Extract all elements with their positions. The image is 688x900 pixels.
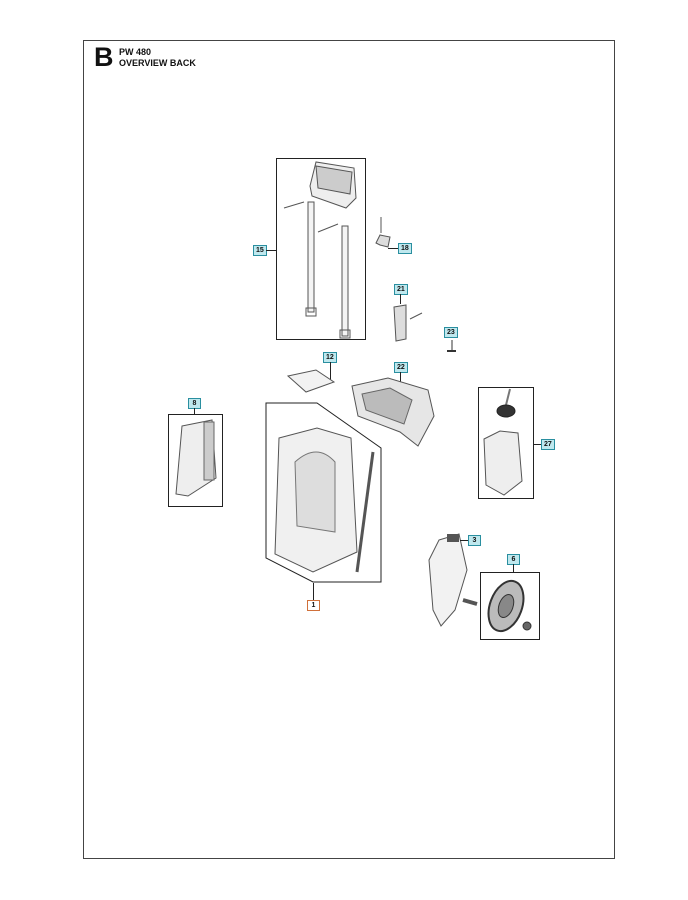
leader-line <box>313 583 314 600</box>
leader-line <box>400 294 401 304</box>
leader-line <box>534 444 542 445</box>
grip-drawing <box>393 304 423 342</box>
leader-line <box>460 540 468 541</box>
part-label-1[interactable]: 1 <box>307 600 320 611</box>
part-15-box <box>276 158 366 340</box>
part-label-12[interactable]: 12 <box>323 352 337 363</box>
view-title: OVERVIEW BACK <box>119 58 196 68</box>
cover-plate-drawing <box>286 369 336 393</box>
leader-line <box>266 250 276 251</box>
upper-housing-drawing <box>351 377 435 447</box>
leader-line <box>388 248 398 249</box>
wheel-drawing <box>487 579 532 633</box>
leader-line <box>400 372 401 388</box>
diagram-frame <box>83 40 615 859</box>
part-27-box <box>478 387 534 499</box>
side-panel-drawing <box>175 419 217 497</box>
part-label-27[interactable]: 27 <box>541 439 555 450</box>
model-title: PW 480 <box>119 47 152 57</box>
leader-line <box>194 408 195 414</box>
leader-line <box>330 362 331 382</box>
tank-drawing <box>483 388 523 496</box>
section-letter: B <box>94 42 114 72</box>
part-6-box <box>480 572 540 640</box>
screw-drawing <box>447 340 456 352</box>
clip-drawing <box>375 217 391 248</box>
leader-line <box>513 564 514 572</box>
part-label-18[interactable]: 18 <box>398 243 412 254</box>
part-label-15[interactable]: 15 <box>253 245 267 256</box>
part-label-23[interactable]: 23 <box>444 327 458 338</box>
part-8-box <box>168 414 223 507</box>
part-label-3[interactable]: 3 <box>468 535 481 546</box>
handle-assembly-drawing <box>283 161 357 339</box>
part-1-box <box>265 402 382 583</box>
